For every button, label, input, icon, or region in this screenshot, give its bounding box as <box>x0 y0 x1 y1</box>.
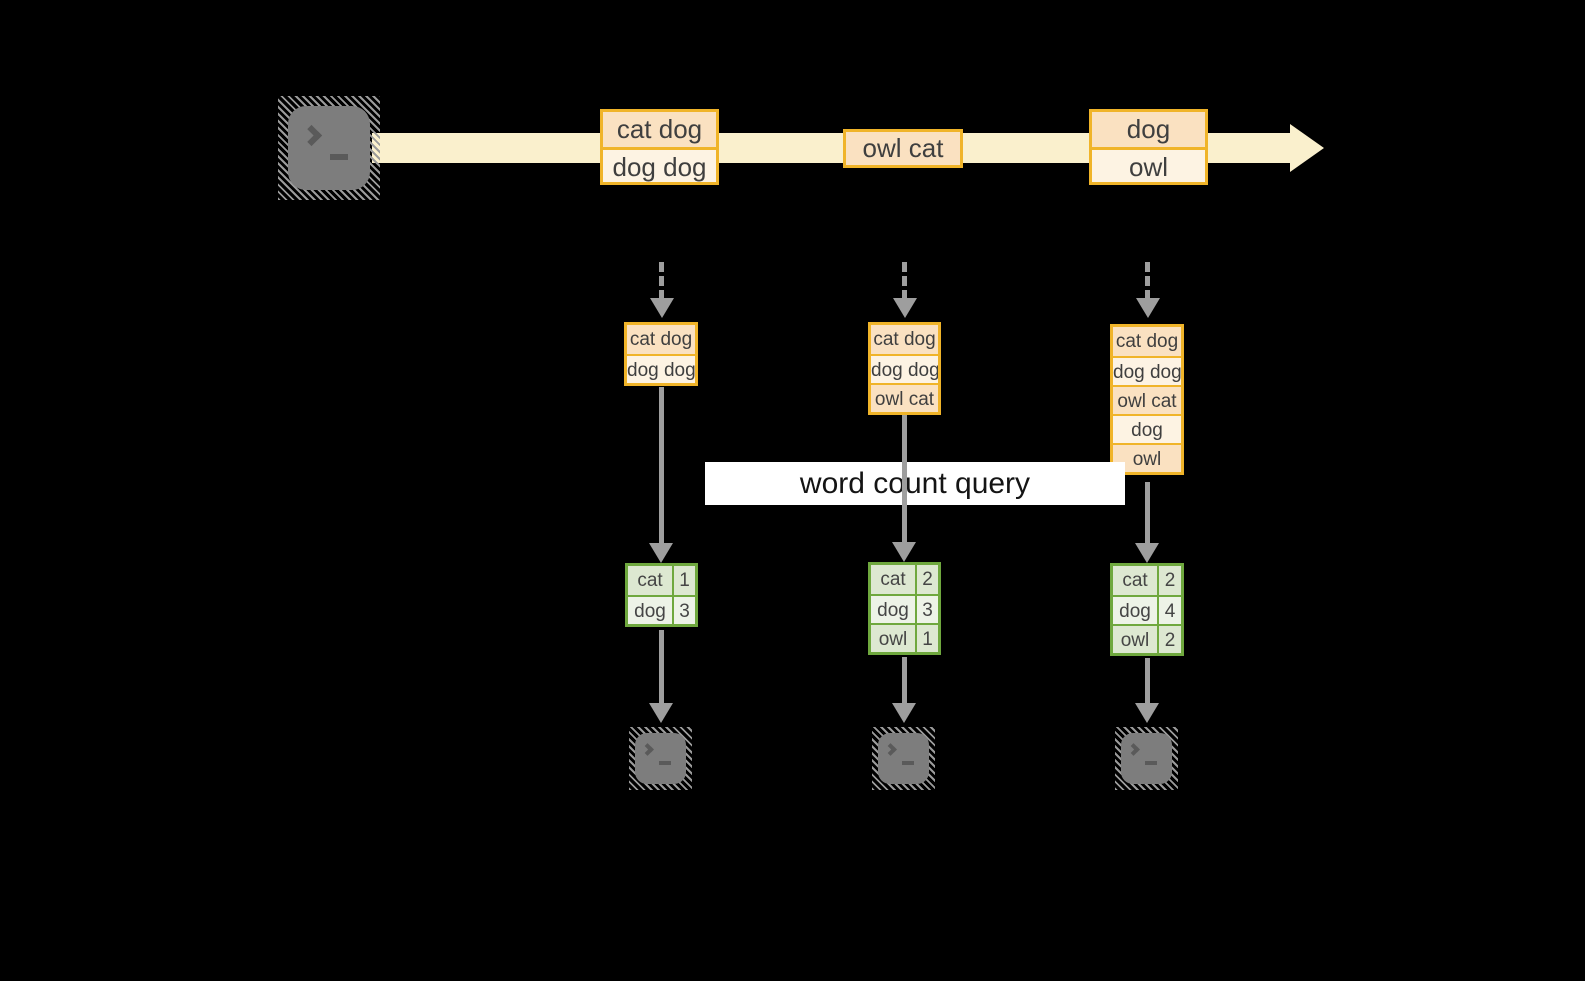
stream-arrowhead-icon <box>1290 124 1324 172</box>
batch-trigger-arrow-3 <box>1144 262 1150 300</box>
result-count: 1 <box>672 566 695 595</box>
stream-event-line: dog <box>1092 112 1205 147</box>
prompt-chevron-icon <box>1127 743 1140 756</box>
result-row: cat 2 <box>1113 566 1181 595</box>
arrowhead-icon <box>1135 703 1159 723</box>
batch-line: owl cat <box>1113 385 1181 414</box>
result-count: 3 <box>672 597 695 624</box>
terminal-screen <box>288 106 370 190</box>
batch-line: owl cat <box>871 383 938 412</box>
batch-line: dog <box>1113 414 1181 443</box>
connector-line <box>1144 658 1150 703</box>
prompt-chevron-icon <box>884 743 897 756</box>
result-count: 2 <box>1157 566 1181 595</box>
batch-line: cat dog <box>871 325 938 354</box>
result-word: cat <box>880 569 906 590</box>
prompt-underscore-icon <box>1145 761 1157 765</box>
arrowhead-icon <box>893 298 917 318</box>
result-word: cat <box>1122 570 1148 591</box>
connector-line <box>901 415 907 542</box>
result-row: dog 4 <box>1113 595 1181 624</box>
connector-line <box>658 630 664 703</box>
arrowhead-icon <box>1135 543 1159 563</box>
result-count: 1 <box>915 625 938 652</box>
result-count: 4 <box>1157 597 1181 624</box>
result-word: owl <box>878 629 908 650</box>
result-word: dog <box>634 601 666 622</box>
terminal-sink-icon-3 <box>1115 727 1178 790</box>
arrowhead-icon <box>892 542 916 562</box>
prompt-underscore-icon <box>330 154 348 160</box>
result-table-1: cat 1 dog 3 <box>625 563 698 627</box>
query-label: word count query <box>705 462 1125 505</box>
result-count: 2 <box>1157 626 1181 653</box>
result-word: owl <box>1120 630 1150 651</box>
terminal-screen <box>1121 733 1172 784</box>
stream-event-box-1: cat dog dog dog <box>600 109 719 185</box>
prompt-chevron-icon <box>300 124 323 147</box>
result-count: 2 <box>915 565 938 594</box>
result-row: owl 1 <box>871 623 938 652</box>
batch-line: cat dog <box>1113 327 1181 356</box>
batch-line: dog dog <box>627 354 695 383</box>
arrowhead-icon <box>1136 298 1160 318</box>
prompt-chevron-icon <box>641 743 654 756</box>
terminal-sink-icon-2 <box>872 727 935 790</box>
stream-event-line: cat dog <box>603 112 716 147</box>
terminal-sink-icon-1 <box>629 727 692 790</box>
batch-input-box-1: cat dog dog dog <box>624 322 698 386</box>
batch-line: dog dog <box>871 354 938 383</box>
batch-line: cat dog <box>627 325 695 354</box>
result-word: dog <box>1119 601 1151 622</box>
connector-line <box>1144 482 1150 543</box>
arrowhead-icon <box>649 543 673 563</box>
stream-event-line: dog dog <box>603 147 716 182</box>
result-row: cat 1 <box>628 566 695 595</box>
batch-input-box-3: cat dog dog dog owl cat dog owl <box>1110 324 1184 475</box>
result-row: owl 2 <box>1113 624 1181 653</box>
terminal-source-icon <box>278 96 380 200</box>
connector-line <box>901 657 907 703</box>
connector-line <box>658 387 664 543</box>
arrowhead-icon <box>892 703 916 723</box>
terminal-screen <box>635 733 686 784</box>
stream-event-box-3: dog owl <box>1089 109 1208 185</box>
batch-input-box-2: cat dog dog dog owl cat <box>868 322 941 415</box>
batch-trigger-arrow-2 <box>901 262 907 300</box>
result-table-3: cat 2 dog 4 owl 2 <box>1110 563 1184 656</box>
stream-event-box-2: owl cat <box>843 129 963 168</box>
result-count: 3 <box>915 596 938 623</box>
result-row: dog 3 <box>628 595 695 624</box>
batch-trigger-arrow-1 <box>658 262 664 300</box>
terminal-screen <box>878 733 929 784</box>
result-word: dog <box>877 600 909 621</box>
result-row: cat 2 <box>871 565 938 594</box>
result-table-2: cat 2 dog 3 owl 1 <box>868 562 941 655</box>
arrowhead-icon <box>649 703 673 723</box>
arrowhead-icon <box>650 298 674 318</box>
result-row: dog 3 <box>871 594 938 623</box>
stream-event-line: owl <box>1092 147 1205 182</box>
prompt-underscore-icon <box>659 761 671 765</box>
prompt-underscore-icon <box>902 761 914 765</box>
result-word: cat <box>637 570 663 591</box>
stream-event-line: owl cat <box>846 132 960 165</box>
batch-line: dog dog <box>1113 356 1181 385</box>
